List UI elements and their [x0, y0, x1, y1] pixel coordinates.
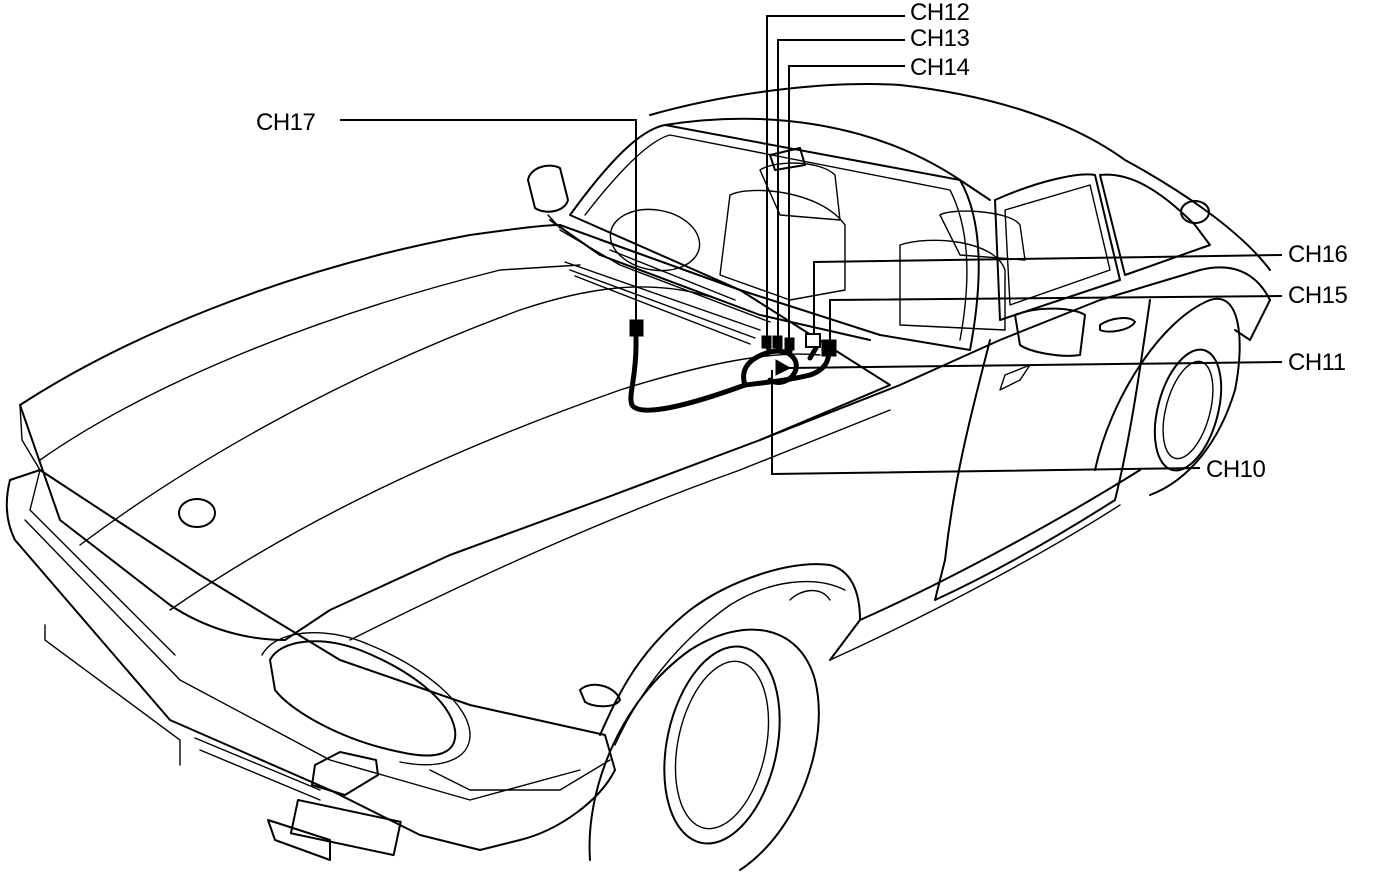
- label-ch17: CH17: [256, 109, 316, 136]
- leader-ch16: [813, 254, 1283, 334]
- label-ch11: CH11: [1288, 349, 1346, 376]
- front-bumper: [5, 469, 616, 851]
- label-ch16: CH16: [1288, 241, 1348, 268]
- car-body: [5, 83, 1271, 871]
- leader-lines: [340, 15, 1283, 476]
- leader-ch12: [766, 15, 905, 336]
- connector-ch15: [821, 339, 837, 357]
- connector-ch14: [784, 337, 795, 351]
- front-wing: [599, 563, 861, 736]
- wiring-harness: [628, 319, 837, 413]
- front-wheel: [588, 628, 820, 871]
- labels: CH12 CH13 CH14 CH17 CH16 CH15 CH11 CH10: [256, 0, 1348, 483]
- headlamp: [269, 640, 457, 757]
- side-window: [994, 173, 1121, 321]
- leader-ch11: [787, 361, 1283, 369]
- connector-ch11: [775, 359, 792, 376]
- label-ch15: CH15: [1288, 282, 1348, 309]
- wing-mirror: [527, 164, 569, 213]
- connector-ch12: [761, 335, 772, 349]
- roof: [649, 83, 1271, 271]
- label-ch14: CH14: [910, 54, 970, 81]
- label-ch10: CH10: [1206, 456, 1266, 483]
- hood: [19, 224, 891, 641]
- leader-ch14: [788, 65, 905, 338]
- scuttle-vent: [564, 261, 761, 345]
- connector-ch17: [629, 319, 644, 337]
- connector-ch13: [772, 335, 783, 349]
- connector-ch16: [805, 333, 821, 348]
- door-mirror: [1014, 307, 1086, 357]
- leader-ch10: [771, 370, 1201, 476]
- rear-wheel: [1094, 297, 1241, 496]
- windscreen: [569, 124, 980, 351]
- door: [934, 299, 1151, 601]
- leader-ch17: [340, 119, 637, 322]
- label-ch13: CH13: [910, 25, 970, 52]
- number-plate: [289, 799, 402, 857]
- leader-ch15: [829, 295, 1283, 340]
- hood-badge: [178, 498, 216, 528]
- label-ch12: CH12: [910, 0, 970, 26]
- leader-ch13: [777, 39, 905, 336]
- harness-branch-ch17: [628, 327, 748, 413]
